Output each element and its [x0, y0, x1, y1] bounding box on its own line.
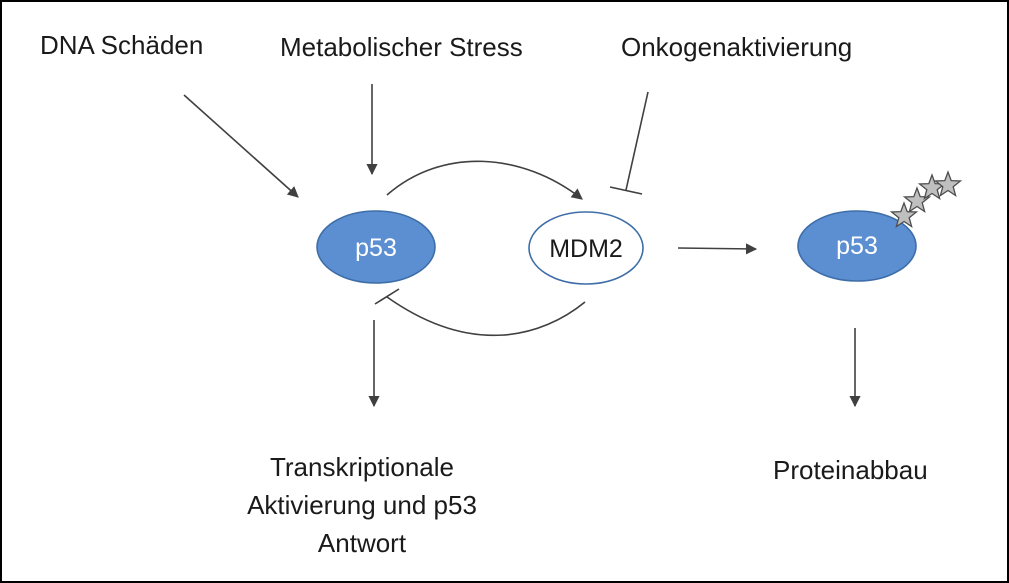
label-transcriptional-line2: Aktivierung und p53 [247, 490, 477, 520]
p53-node-left: p53 [316, 210, 436, 284]
label-protein-degradation: Proteinabbau [773, 455, 928, 485]
inhibit-bar-oncogene [609, 186, 643, 195]
p53-right-label: p53 [836, 232, 878, 260]
label-transcriptional-line3: Antwort [317, 528, 407, 558]
label-metabolic-stress: Metabolischer Stress [280, 32, 523, 62]
label-dna-damage: DNA Schäden [40, 30, 204, 60]
label-transcriptional-activation: Transkriptionale Aktivierung und p53 Ant… [202, 448, 522, 562]
label-oncogene-activation: Onkogenaktivierung [621, 32, 853, 62]
label-transcriptional-line1: Transkriptionale [269, 452, 454, 482]
mdm2-node: MDM2 [528, 211, 644, 285]
arrow-p53-to-mdm2 [386, 160, 583, 200]
ubiquitin-stars [889, 170, 963, 228]
ubiquitin-star-icon [889, 201, 919, 228]
arrow-dna-to-p53 [183, 94, 299, 198]
mdm2-label: MDM2 [549, 235, 623, 263]
inhibit-bar-mdm2 [374, 288, 400, 305]
arrow-mdm2-to-p53-right [677, 243, 758, 255]
p53-left-label: p53 [355, 234, 397, 262]
p53-node-right: p53 [797, 210, 917, 282]
inhibit-oncogene-to-mdm2 [625, 91, 649, 191]
ubiquitin-star-icon [933, 170, 963, 197]
inhibit-mdm2-to-p53 [386, 296, 586, 337]
